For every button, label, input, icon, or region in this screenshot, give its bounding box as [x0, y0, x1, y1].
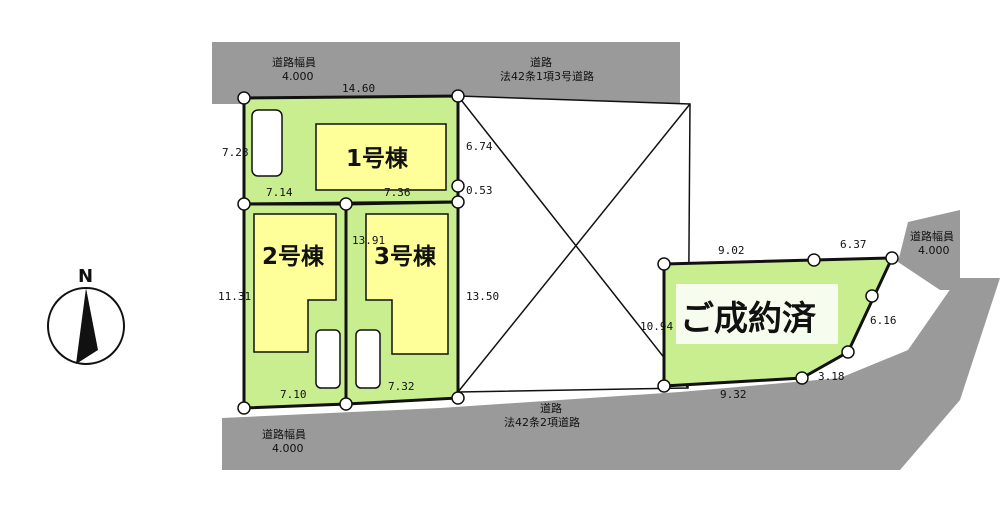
road-bottom-width-label: 道路幅員 — [262, 427, 306, 441]
road-top-note: 法42条1項3号道路 — [500, 69, 594, 83]
building-2-label: 2号棟 — [262, 244, 325, 270]
dim-top-width: 14.60 — [342, 82, 375, 95]
svg-text:N: N — [78, 266, 93, 287]
dim-left-upper: 7.28 — [222, 146, 249, 159]
sold-label-bg — [676, 284, 838, 344]
dim-sold-corner: 3.18 — [818, 370, 845, 383]
building-1 — [315, 123, 447, 191]
dim-b1-bottom-right: 7.36 — [384, 186, 411, 199]
road-top — [212, 42, 680, 104]
dim-right-gap: 0.53 — [466, 184, 493, 197]
road-right-width-label: 道路幅員 — [910, 229, 954, 243]
dim-sold-bottom: 9.32 — [720, 388, 747, 401]
dim-sold-top-left: 9.02 — [718, 244, 745, 257]
road-right-width-value: 4.000 — [918, 244, 950, 257]
dim-sold-top-right: 6.37 — [840, 238, 867, 251]
building-1-label: 1号棟 — [346, 146, 409, 172]
road-bottom-note: 法42条2項道路 — [504, 415, 580, 429]
vacant-lot-cross-b — [457, 103, 691, 393]
building-3 — [365, 213, 449, 355]
road-right — [898, 210, 960, 290]
parking-2 — [315, 329, 341, 389]
road-top-name: 道路 — [530, 55, 552, 69]
road-top-width-value: 4.000 — [282, 70, 314, 83]
dim-b1-bottom-left: 7.14 — [266, 186, 293, 199]
parking-1 — [251, 109, 283, 177]
parking-3 — [355, 329, 381, 389]
dim-middle-lower: 13.91 — [352, 234, 385, 247]
dim-right-upper: 6.74 — [466, 140, 493, 153]
building-3-label: 3号棟 — [374, 244, 437, 270]
sold-label: ご成約済 — [680, 299, 817, 339]
lot-vertices — [237, 89, 899, 415]
building-2 — [253, 213, 337, 353]
road-bottom-width-value: 4.000 — [272, 442, 304, 455]
dim-b3-bottom: 7.32 — [388, 380, 415, 393]
dim-sold-left: 10.94 — [640, 320, 673, 333]
vacant-lot-cross-a — [457, 95, 689, 389]
road-bottom-name: 道路 — [540, 401, 562, 415]
dim-b2-bottom: 7.10 — [280, 388, 307, 401]
road-top-width-label: 道路幅員 — [272, 55, 316, 69]
dim-right-lower: 13.50 — [466, 290, 499, 303]
dim-left-lower: 11.31 — [218, 290, 251, 303]
north-arrow: N — [47, 266, 125, 365]
road-bottom — [222, 278, 1000, 470]
dim-sold-right: 6.16 — [870, 314, 897, 327]
